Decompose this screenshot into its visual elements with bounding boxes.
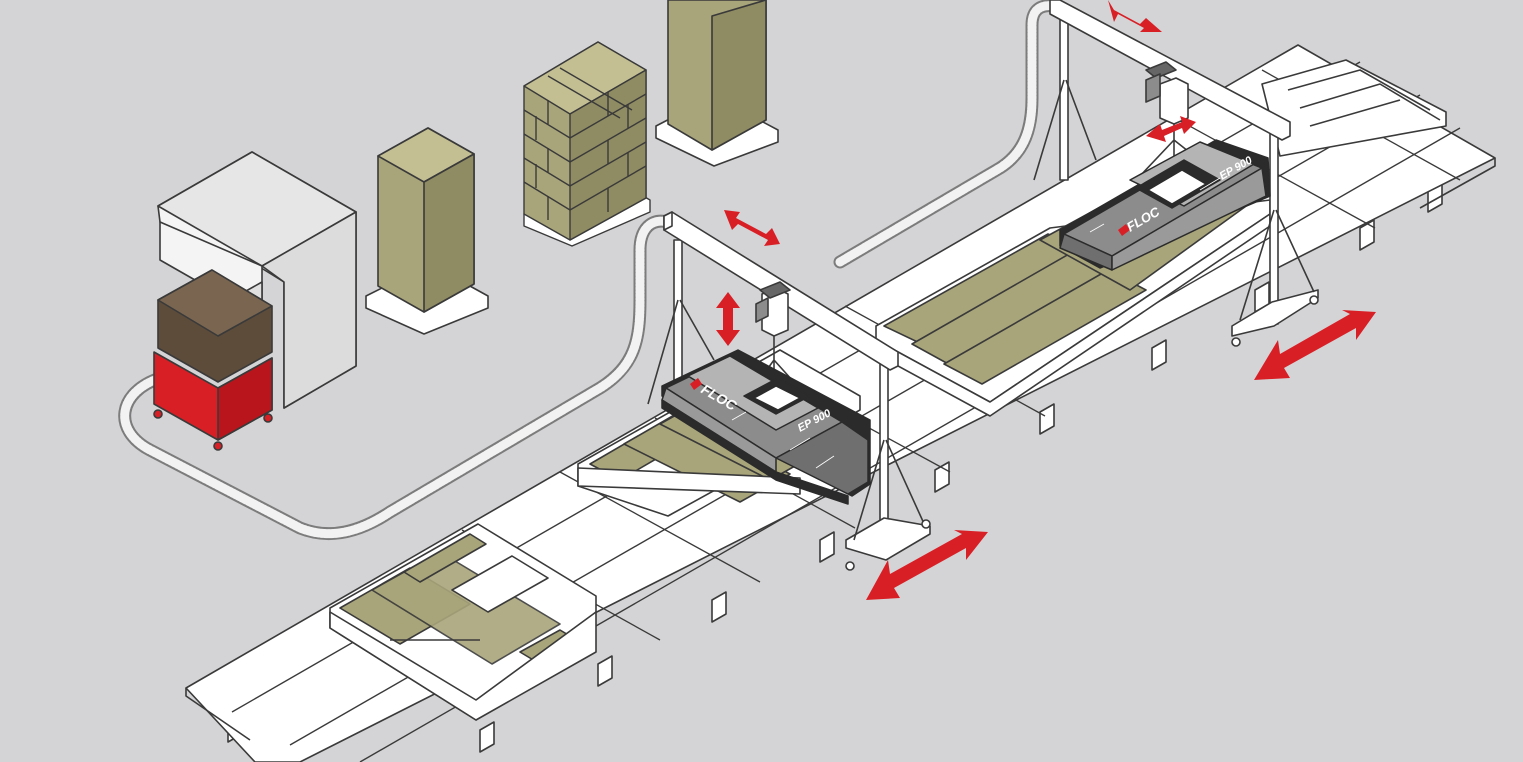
double-arrow-icon-3 bbox=[866, 530, 988, 600]
gantry-front bbox=[647, 211, 931, 571]
double-arrow-icon-2 bbox=[716, 292, 740, 346]
pallet-stacked-bags bbox=[523, 41, 651, 247]
motion-arrows bbox=[716, 0, 1376, 600]
blowing-machine bbox=[153, 151, 357, 451]
double-arrow-icon-6 bbox=[1146, 116, 1196, 142]
double-arrow-icon-4 bbox=[1254, 310, 1376, 380]
hose-group bbox=[118, 0, 1062, 541]
frame-front bbox=[329, 523, 597, 721]
bale-1 bbox=[365, 127, 489, 335]
floc-unit-front: FLOC EP 900 bbox=[661, 349, 871, 505]
floc-logo-icon bbox=[690, 378, 702, 390]
bale-2 bbox=[655, 0, 779, 167]
double-arrow-icon-1 bbox=[724, 210, 780, 246]
gantry-back bbox=[1033, 0, 1319, 347]
floc-logo-icon-back bbox=[1118, 224, 1130, 236]
floc-unit-back: FLOC EP 900 bbox=[1059, 139, 1271, 271]
double-arrow-icon-5 bbox=[1108, 0, 1162, 32]
